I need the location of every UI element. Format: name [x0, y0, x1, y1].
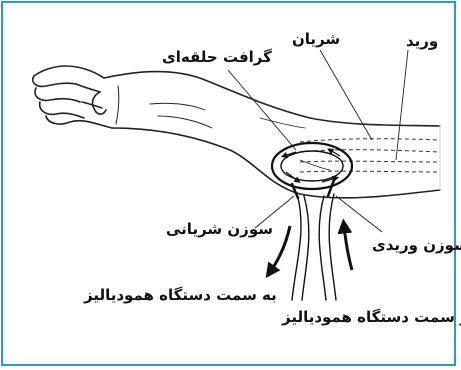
flow-arrow-to-machine: [270, 226, 290, 272]
vein-vessel: [300, 161, 440, 172]
flow-arrow-from-machine: [344, 226, 352, 270]
loop-graft: [272, 143, 352, 189]
label-vein: ورید: [406, 34, 438, 49]
arm-outline: [33, 66, 440, 198]
label-to-machine: به سمت دستگاه همودیالیز: [84, 288, 277, 303]
label-arterial-needle: سوزن شریانی: [166, 222, 273, 237]
label-artery: شریان: [292, 32, 340, 47]
leader-lines: [228, 50, 408, 232]
arterial-needle-tube: [292, 184, 309, 300]
label-from-machine: از سمت دستگاه همودیالیز: [282, 310, 461, 325]
label-venous-needle: سوزن وریدی: [372, 238, 461, 253]
label-loop-graft: گرافت حلقه‌ای: [162, 50, 272, 65]
artery-vessel: [300, 139, 440, 152]
